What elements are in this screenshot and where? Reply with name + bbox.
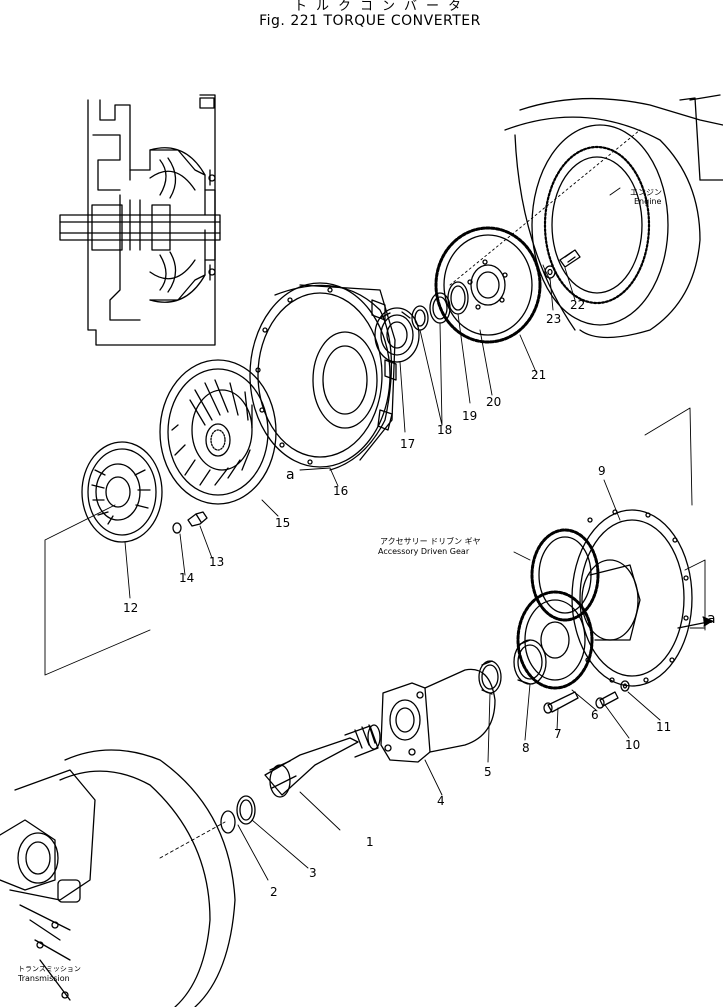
part-22-bolt xyxy=(559,249,581,268)
part-number-10: 10 xyxy=(625,738,641,752)
part-number-14: 14 xyxy=(179,571,195,585)
transmission-housing xyxy=(0,749,236,1007)
part-12-stator xyxy=(81,441,163,543)
accessory-gear-label: Accessory Driven Gear xyxy=(378,547,470,556)
leader-lines xyxy=(44,129,706,859)
part-11-washer xyxy=(620,680,630,692)
part-4-cage xyxy=(380,668,496,763)
part-13-bolt xyxy=(187,511,208,527)
part-number-4: 4 xyxy=(437,794,445,808)
part-21-ring-gear xyxy=(434,226,542,344)
part-number-13: 13 xyxy=(209,555,225,569)
part-10-bolt xyxy=(595,691,619,709)
part-number-16: 16 xyxy=(333,484,349,498)
part-number-23: 23 xyxy=(546,312,562,326)
part-8-sleeve xyxy=(513,639,547,685)
part-number-9: 9 xyxy=(598,464,606,478)
part-number-7: 7 xyxy=(554,727,562,741)
engine-housing xyxy=(504,94,723,339)
part-number-15: 15 xyxy=(275,516,291,530)
part-14-washer xyxy=(172,522,182,534)
reference-a-left: a xyxy=(286,467,295,483)
part-number-1: 1 xyxy=(366,835,374,849)
part-3-ring xyxy=(236,795,256,825)
part-2-snap-ring xyxy=(220,810,236,834)
part-5-collar xyxy=(478,660,502,695)
part-number-leaders xyxy=(124,267,661,881)
part-20-snap-ring xyxy=(447,281,469,315)
reference-a-right: a xyxy=(707,611,716,627)
accessory-gear-label-japanese: アクセサリー ドリブン ギヤ xyxy=(380,537,481,546)
part-number-12: 12 xyxy=(123,601,139,615)
part-number-22: 22 xyxy=(570,298,586,312)
figure-title-japanese: トルクコンバータ xyxy=(293,0,470,14)
arrow-a-right xyxy=(677,616,713,629)
engine-label: Engine xyxy=(634,197,662,206)
part-1-shaft xyxy=(264,724,381,798)
part-7-bolt xyxy=(543,691,579,714)
engine-label-japanese: エンジン xyxy=(630,188,662,197)
part-15-turbine xyxy=(159,359,277,505)
part-16-drive-cover xyxy=(249,282,397,471)
part-number-3: 3 xyxy=(309,866,317,880)
part-6-gear xyxy=(516,590,594,690)
accessory-driven-gear xyxy=(530,528,600,622)
part-number-19: 19 xyxy=(462,409,478,423)
transmission-label-japanese: トランスミッション xyxy=(18,965,81,973)
part-number-2: 2 xyxy=(270,885,278,899)
part-number-6: 6 xyxy=(591,708,599,722)
part-number-18: 18 xyxy=(437,423,453,437)
part-number-21: 21 xyxy=(531,368,547,382)
part-17-bearing xyxy=(374,307,420,363)
figure-title: Fig. 221 TORQUE CONVERTER xyxy=(259,13,481,29)
part-number-20: 20 xyxy=(486,395,502,409)
transmission-label: Transmission xyxy=(18,974,70,983)
part-number-17: 17 xyxy=(400,437,416,451)
part-number-8: 8 xyxy=(522,741,530,755)
cross-section-view xyxy=(59,94,221,346)
part-number-5: 5 xyxy=(484,765,492,779)
part-number-11: 11 xyxy=(656,720,672,734)
